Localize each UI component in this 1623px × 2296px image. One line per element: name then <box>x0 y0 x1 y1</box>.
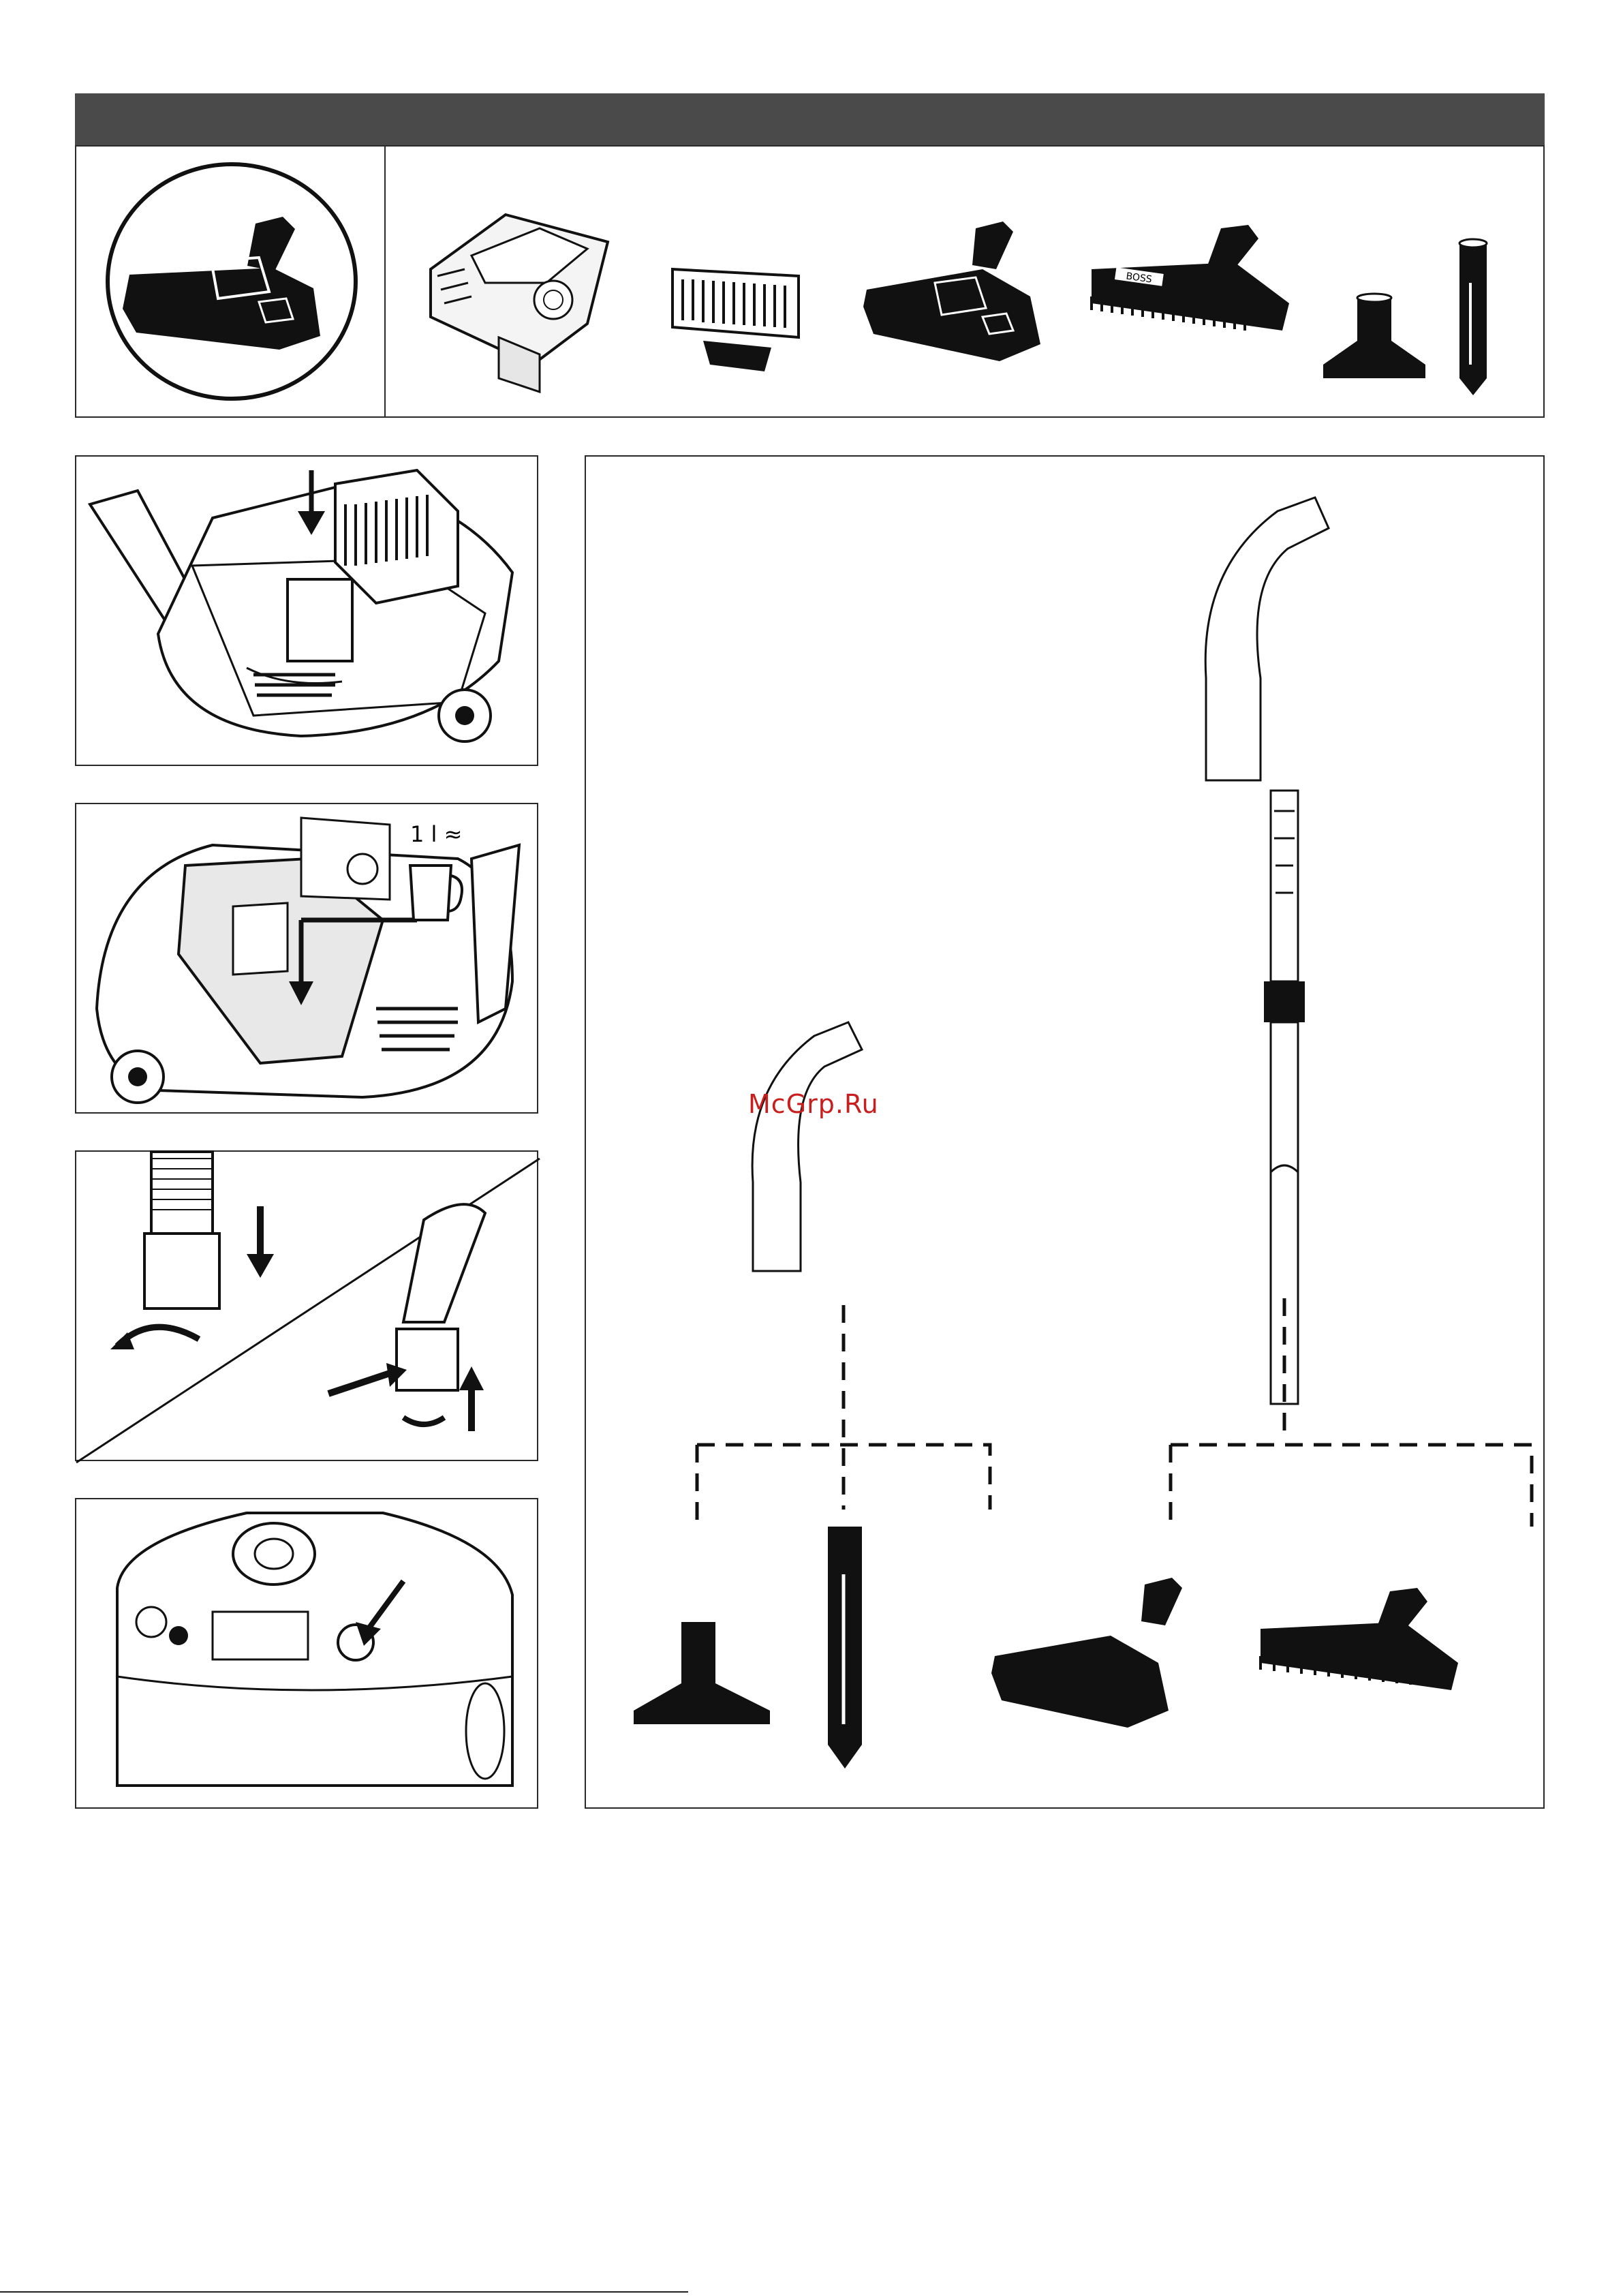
crevice-nozzle-icon <box>1453 235 1494 399</box>
assembly-diagram-panel <box>585 455 1545 1809</box>
vacuum-power-button-icon <box>76 1499 540 1810</box>
upholstery-nozzle-diagram-icon <box>634 1683 770 1724</box>
vacuum-insert-tank-icon: 1 l ≈ <box>76 804 540 1115</box>
header-bar <box>75 93 1545 147</box>
panel-divider <box>384 147 386 416</box>
upholstery-nozzle-icon <box>1316 290 1432 385</box>
step-4-panel <box>75 1498 538 1809</box>
hepa-filter-icon <box>662 262 812 378</box>
telescopic-tube-icon <box>1271 791 1298 981</box>
parquet-brush-diagram-icon <box>1261 1622 1458 1690</box>
floor-nozzle-icon <box>860 215 1051 371</box>
dashed-connectors <box>697 1298 1532 1527</box>
step-2-panel: 1 l ≈ <box>75 803 538 1114</box>
accessories-panel: BOSS <box>75 145 1545 418</box>
footer-line <box>0 2291 688 2293</box>
water-tank-icon <box>424 201 621 399</box>
step-1-panel <box>75 455 538 766</box>
floor-nozzle-circle-icon <box>102 159 361 404</box>
step-3-panel <box>75 1150 538 1461</box>
parquet-brush-icon: BOSS <box>1085 221 1303 371</box>
watermark: McGrp.Ru <box>748 1089 879 1119</box>
measure-label: 1 l ≈ <box>410 821 462 847</box>
accessory-assembly-diagram <box>586 457 1546 1810</box>
vacuum-open-lid-icon <box>76 457 540 767</box>
handle-right-icon <box>1205 498 1329 780</box>
hose-connect-icon <box>76 1152 540 1463</box>
handle-left-icon <box>752 1022 862 1271</box>
floor-nozzle-diagram-icon <box>991 1636 1169 1728</box>
